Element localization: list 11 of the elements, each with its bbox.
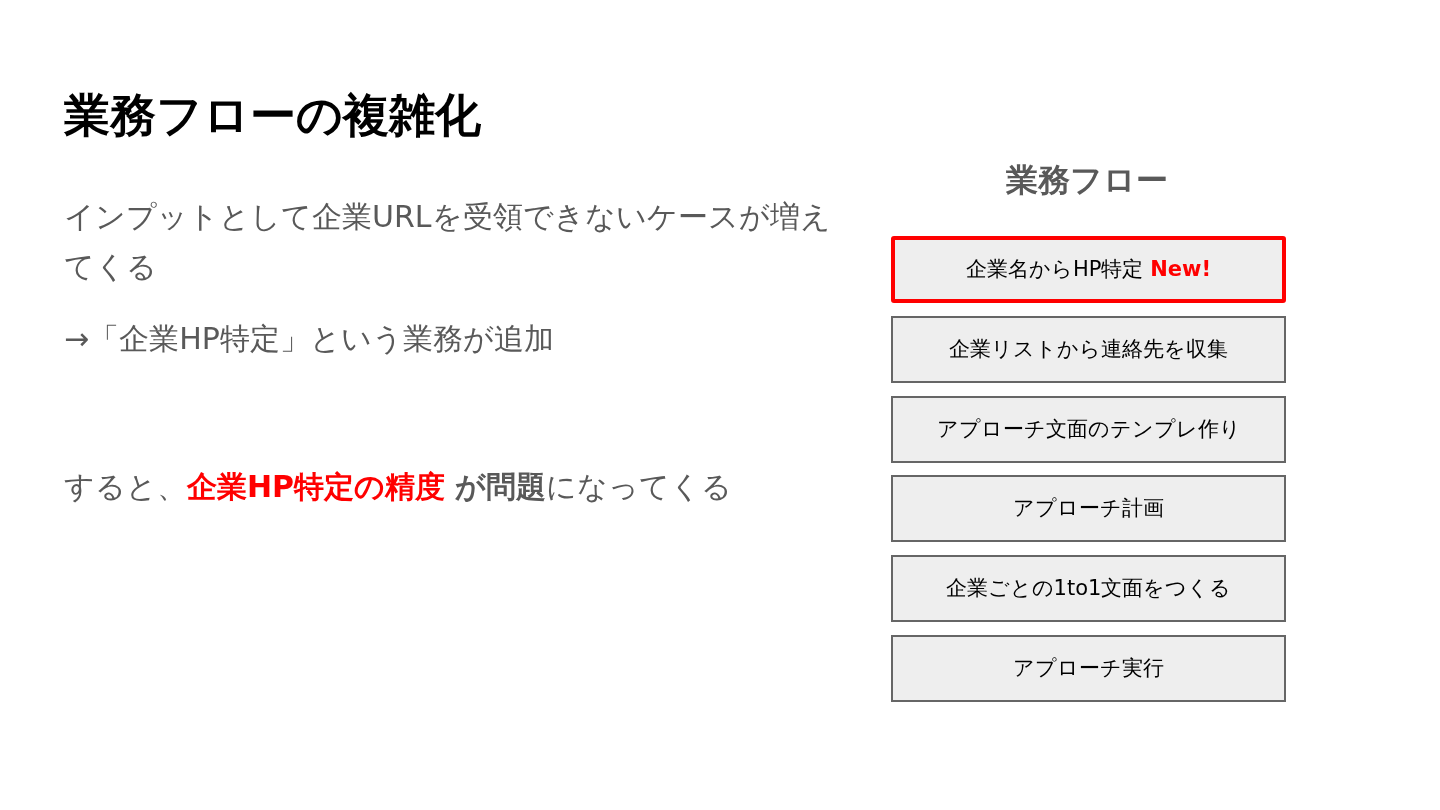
process-box: アプローチ計画 [891,475,1286,543]
body-text: →「企業HP特定」という業務が追加 [64,320,554,358]
process-box: アプローチ実行 [891,635,1286,702]
body-text: すると、企業HP特定の精度 が問題になってくる [64,468,732,506]
slide-title: 業務フローの複雑化 [64,87,481,144]
process-box: アプローチ文面のテンプレ作り [891,395,1286,463]
section-heading: 業務フロー [1005,160,1169,201]
body-text: インプットとして企業URLを受領できないケースが増えてくる [64,198,832,286]
process-box: 企業リストから連絡先を収集 [891,315,1286,383]
process-box: 企業名からHP特定 New! [891,236,1286,303]
process-box: 企業ごとの1to1文面をつくる [891,555,1286,623]
